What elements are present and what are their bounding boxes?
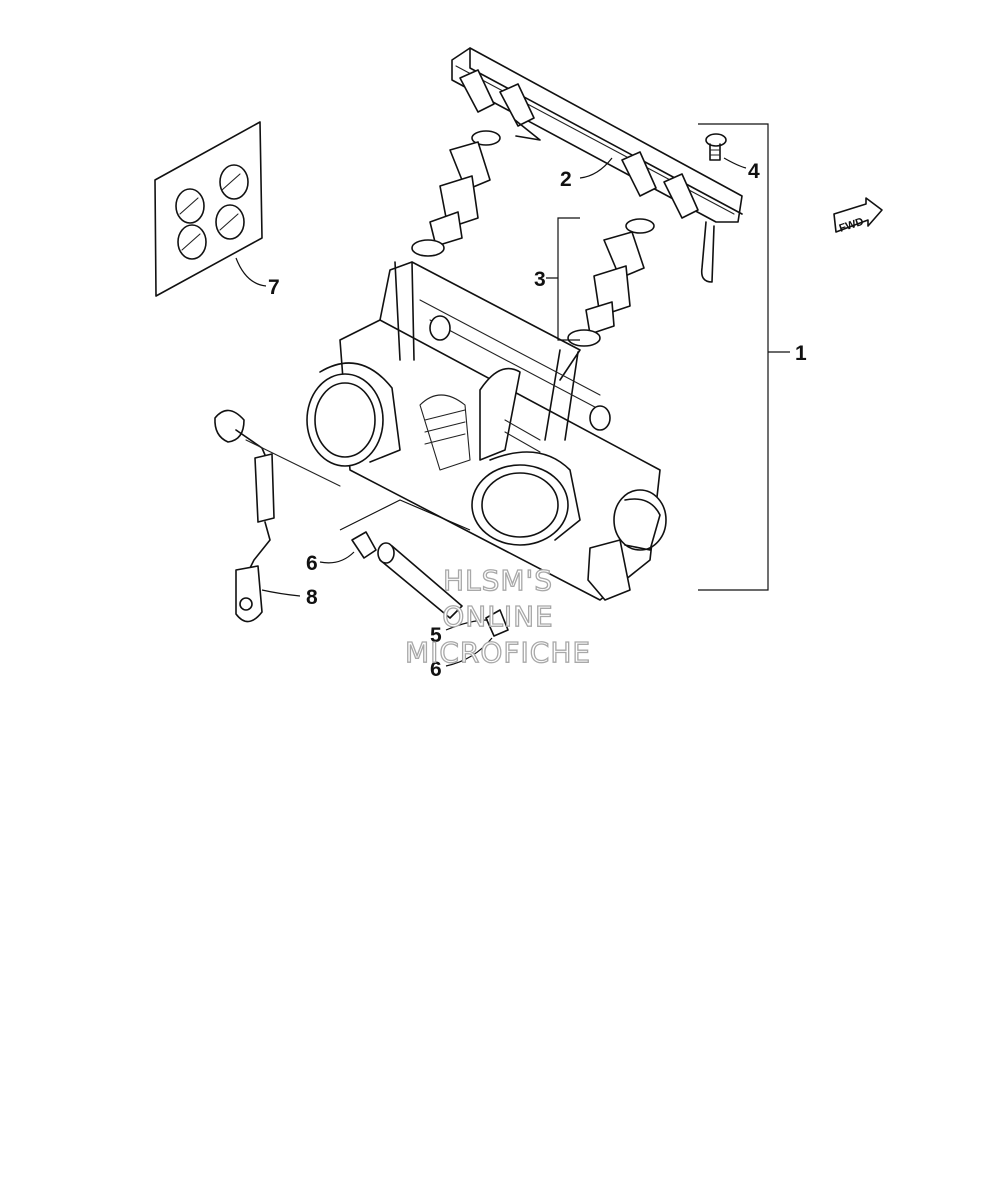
svg-text:8: 8 bbox=[306, 586, 318, 609]
svg-text:3: 3 bbox=[534, 268, 546, 291]
injector-left bbox=[411, 130, 501, 257]
injector-right bbox=[567, 218, 655, 347]
callout-8: 8 bbox=[261, 586, 318, 609]
watermark-line-2: ONLINE bbox=[442, 600, 553, 633]
svg-text:4: 4 bbox=[748, 160, 760, 183]
gasket-sheet bbox=[154, 121, 263, 297]
svg-text:6: 6 bbox=[430, 658, 442, 681]
svg-text:6: 6 bbox=[306, 552, 318, 575]
watermark-line-3: MICROFICHE bbox=[405, 636, 591, 669]
callout-6-lower: 6 bbox=[430, 637, 493, 681]
throttle-body-assembly bbox=[306, 261, 667, 601]
callout-2: 2 bbox=[560, 157, 613, 191]
hose-and-clamps bbox=[339, 499, 509, 637]
callout-7: 7 bbox=[235, 257, 280, 299]
watermark: HLSM'S ONLINE MICROFICHE bbox=[404, 563, 591, 669]
svg-text:2: 2 bbox=[560, 168, 572, 191]
callout-6-upper: 6 bbox=[306, 551, 355, 575]
svg-text:1: 1 bbox=[795, 342, 807, 365]
fuel-rail bbox=[451, 47, 743, 283]
svg-text:7: 7 bbox=[268, 276, 280, 299]
callout-3: 3 bbox=[534, 217, 580, 341]
callout-1: 1 bbox=[698, 123, 807, 591]
fwd-arrow-icon: FWD bbox=[833, 197, 883, 235]
sensor-cable bbox=[214, 409, 341, 623]
watermark-line-1: HLSM'S bbox=[443, 564, 553, 597]
callout-4: 4 bbox=[723, 157, 760, 183]
callout-5: 5 bbox=[430, 619, 489, 647]
svg-text:5: 5 bbox=[430, 624, 442, 647]
screw-part-4 bbox=[705, 133, 727, 161]
